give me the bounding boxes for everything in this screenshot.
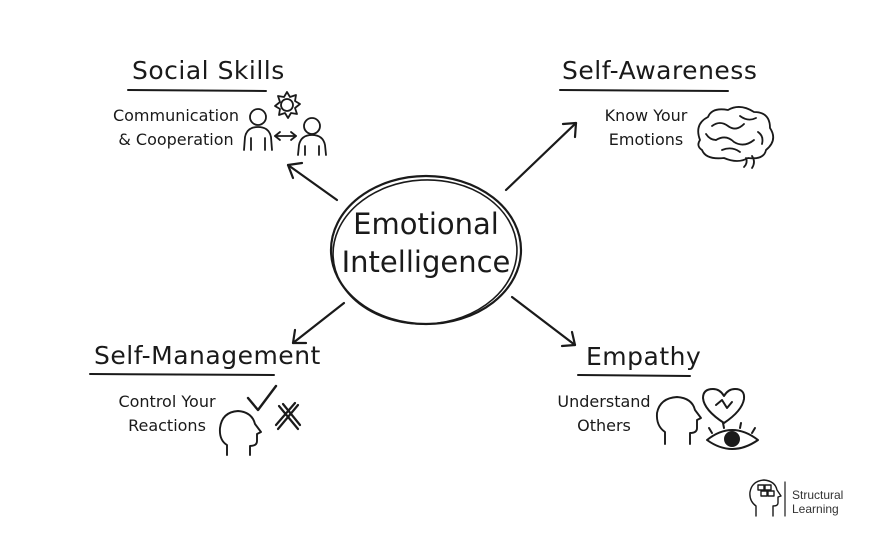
- empathy-line2: Others: [577, 416, 631, 435]
- arrow-to-empathy: [510, 295, 577, 348]
- empathy-description: Understand Others: [552, 390, 656, 438]
- head-icon: [655, 396, 702, 445]
- social-skills-underline: [127, 89, 267, 92]
- social-skills-line1: Communication: [112, 106, 240, 125]
- central-topic-line2: Intelligence: [341, 245, 511, 279]
- empathy-title: Empathy: [586, 342, 702, 371]
- logo-line2: Learning: [792, 502, 839, 516]
- arrow-to-self-management: [291, 301, 346, 345]
- logo-line1: Structural: [792, 488, 844, 502]
- arrow-to-social-skills: [286, 161, 339, 202]
- self-awareness-underline: [559, 89, 729, 92]
- heart-icon: [702, 388, 746, 424]
- structural-learning-logo: Structural Learning: [792, 488, 843, 516]
- arrow-to-self-awareness: [504, 121, 578, 192]
- self-awareness-line2: Emotions: [608, 130, 684, 149]
- self-management-line2: Reactions: [128, 416, 206, 435]
- self-management-underline: [89, 373, 275, 376]
- social-skills-title: Social Skills: [132, 56, 285, 85]
- self-awareness-line1: Know Your: [604, 106, 688, 125]
- central-topic-line1: Emotional: [353, 207, 499, 241]
- people-icon: [243, 108, 327, 156]
- gear-icon: [274, 91, 301, 119]
- logo-icon: [749, 479, 786, 517]
- self-awareness-description: Know Your Emotions: [596, 104, 696, 152]
- empathy-line1: Understand: [557, 392, 651, 411]
- eye-icon: [706, 422, 759, 450]
- head-icon: [218, 410, 262, 456]
- center-ellipse: [329, 174, 523, 326]
- cross-icon: [274, 401, 302, 431]
- self-management-description: Control Your Reactions: [108, 390, 226, 438]
- self-awareness-title: Self-Awareness: [562, 56, 758, 85]
- self-management-title: Self-Management: [94, 341, 321, 370]
- checkmark-icon: [246, 384, 278, 412]
- self-management-line1: Control Your: [118, 392, 216, 411]
- central-topic: Emotional Intelligence: [330, 205, 522, 281]
- social-skills-line2: & Cooperation: [118, 130, 234, 149]
- brain-icon: [697, 106, 775, 169]
- social-skills-description: Communication & Cooperation: [112, 104, 240, 152]
- empathy-underline: [577, 374, 691, 377]
